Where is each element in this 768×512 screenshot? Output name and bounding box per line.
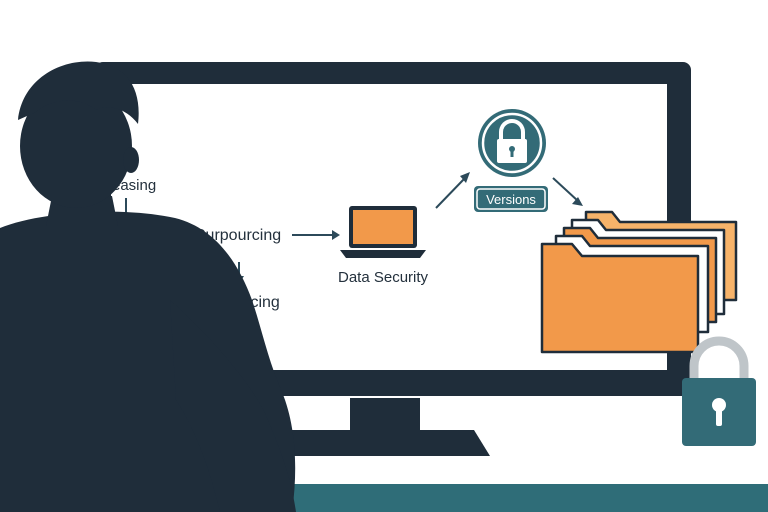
- person-silhouette: [0, 61, 296, 512]
- label-data-security: Data Security: [338, 269, 429, 286]
- arrow-right: [292, 230, 340, 240]
- lock-circle-icon: [478, 109, 546, 177]
- label-curpourcing: Curpourcing: [194, 227, 281, 244]
- monitor-base: [278, 430, 490, 456]
- label-leasing: easing: [112, 177, 156, 194]
- arrow-down-right: [552, 177, 583, 206]
- padlock-icon: [682, 336, 756, 446]
- arrow-up-right: [435, 172, 470, 209]
- laptop-icon: [340, 206, 426, 258]
- versions-badge-label: Versions: [486, 192, 536, 207]
- versions-badge: [474, 186, 548, 212]
- folder-stack-icon: [540, 210, 738, 354]
- monitor-stand: [350, 398, 420, 440]
